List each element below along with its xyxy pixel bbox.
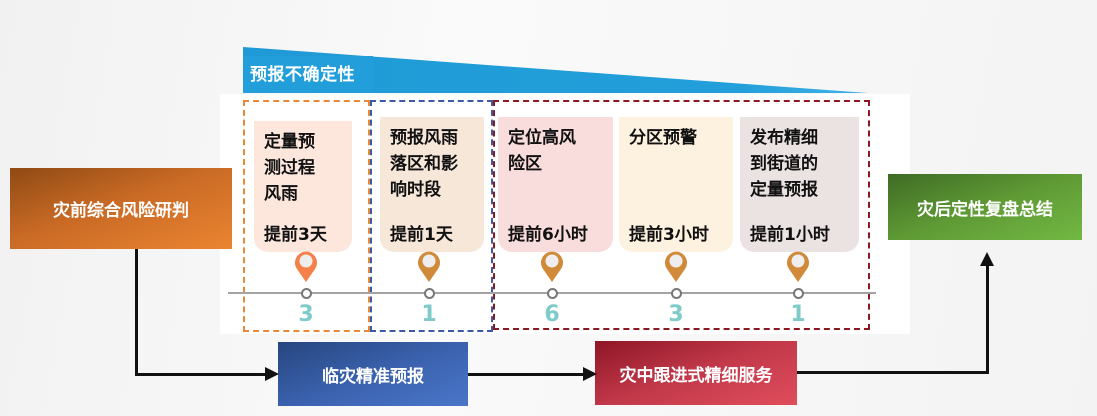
- stage-label: 灾前综合风险研判: [53, 201, 189, 221]
- timeline-number: 6: [544, 302, 560, 327]
- arrow-up-icon: [980, 252, 994, 266]
- card-desc: 预报风雨 落区和影 响时段: [390, 128, 458, 200]
- timeline-node: [671, 288, 682, 299]
- timeline-number: 3: [668, 302, 684, 327]
- connector-line: [797, 371, 988, 374]
- stage-imminent-forecast: 临灾精准预报: [278, 342, 468, 406]
- stage-label: 临灾精准预报: [322, 366, 424, 387]
- card-lead-time: 提前3天: [264, 225, 327, 245]
- timeline-node: [301, 288, 312, 299]
- stage-label: 灾中跟进式精细服务: [619, 365, 773, 386]
- location-pin-icon: [418, 251, 440, 282]
- orange-group-box: [243, 100, 370, 332]
- card-lead-time: 提前1天: [390, 225, 453, 245]
- timeline-number: 1: [421, 302, 437, 327]
- stage-label: 灾后定性复盘总结: [917, 199, 1053, 220]
- card-desc: 定量预 测过程 风雨: [264, 132, 315, 204]
- card-lead-time: 提前1小时: [750, 225, 830, 245]
- timeline-node: [793, 288, 804, 299]
- connector-line: [135, 373, 267, 376]
- location-pin-icon: [295, 251, 317, 282]
- card-desc: 定位高风 险区: [508, 128, 576, 174]
- timeline-number: 3: [298, 302, 314, 327]
- red-group-box: [493, 100, 870, 330]
- timeline-node: [424, 288, 435, 299]
- card-street-level-forecast: 发布精细 到街道的 定量预报 提前1小时: [740, 117, 859, 252]
- card-desc: 分区预警: [629, 128, 697, 148]
- timeline-node: [547, 288, 558, 299]
- connector-line: [135, 249, 138, 376]
- location-pin-icon: [541, 251, 563, 282]
- card-lead-time: 提前3小时: [629, 225, 709, 245]
- card-lead-time: 提前6小时: [508, 225, 588, 245]
- stage-during-disaster: 灾中跟进式精细服务: [595, 341, 797, 405]
- uncertainty-banner-base: [243, 56, 373, 93]
- stage-pre-disaster: 灾前综合风险研判: [10, 168, 232, 249]
- connector-line: [986, 262, 989, 374]
- card-desc: 发布精细 到街道的 定量预报: [750, 128, 818, 200]
- card-rain-area-forecast: 预报风雨 落区和影 响时段 提前1天: [380, 117, 484, 252]
- card-high-risk-area: 定位高风 险区 提前6小时: [498, 117, 613, 252]
- location-pin-icon: [787, 251, 809, 282]
- arrow-right-icon: [265, 367, 279, 381]
- uncertainty-title: 预报不确定性: [250, 65, 355, 85]
- location-pin-icon: [665, 251, 687, 282]
- timeline-number: 1: [790, 302, 806, 327]
- connector-line: [468, 373, 585, 376]
- card-zonal-warning: 分区预警 提前3小时: [619, 117, 733, 252]
- stage-post-disaster: 灾后定性复盘总结: [888, 174, 1082, 240]
- arrow-right-icon: [583, 367, 597, 381]
- blue-group-box: [370, 100, 493, 332]
- card-quantitative-forecast: 定量预 测过程 风雨 提前3天: [254, 121, 352, 252]
